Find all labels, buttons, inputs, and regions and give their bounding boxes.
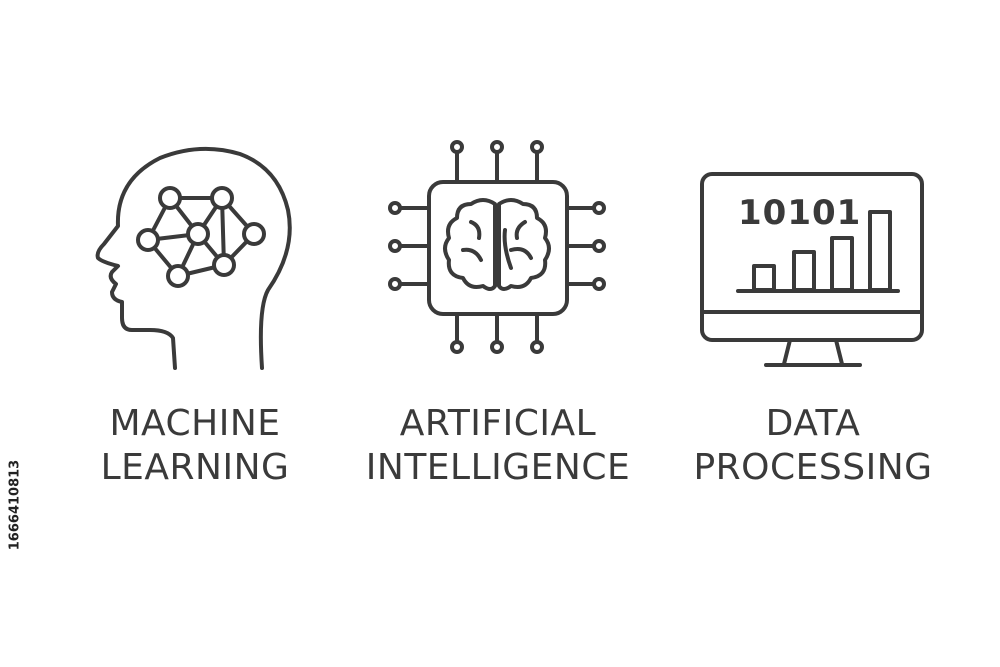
head-network-icon (95, 146, 292, 370)
brain-chip-icon (388, 140, 606, 354)
stock-id-watermark: 1666410813 (4, 425, 26, 585)
artificial-intelligence-label: ARTIFICIAL INTELLIGENCE (348, 402, 648, 490)
machine-learning-label: MACHINE LEARNING (45, 402, 345, 490)
label-line-1: MACHINE (109, 403, 281, 444)
label-line-1: DATA (765, 403, 861, 444)
label-line-2: LEARNING (100, 447, 290, 488)
data-processing-label: DATA PROCESSING (663, 402, 963, 490)
stock-id-text: 1666410813 (7, 459, 23, 551)
label-line-2: INTELLIGENCE (365, 447, 631, 488)
monitor-chart-icon: 10101 (700, 172, 924, 367)
label-line-2: PROCESSING (693, 447, 933, 488)
label-line-1: ARTIFICIAL (399, 403, 597, 444)
screen-binary-text: 10101 (738, 193, 861, 233)
